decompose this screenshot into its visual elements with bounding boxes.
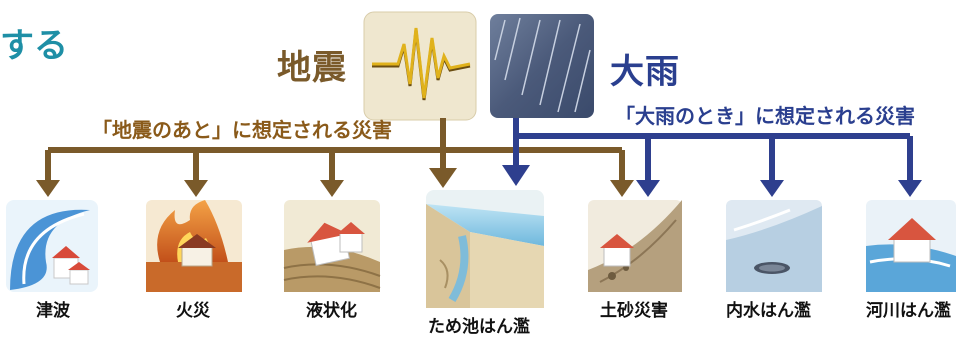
rain-subtitle: 「大雨のとき」に想定される災害 — [615, 104, 915, 128]
quake-connectors — [45, 118, 625, 182]
seismograph-icon — [363, 11, 477, 121]
liquefaction-icon — [283, 200, 381, 292]
quake-title: 地震 — [277, 48, 347, 88]
rain-connectors — [513, 118, 913, 182]
disaster-label-liquefaction: 液状化 — [306, 301, 357, 321]
landslide-icon — [588, 200, 682, 292]
river-flood-icon — [866, 200, 956, 292]
quake-arrowheads — [36, 168, 634, 197]
quake-subtitle: 「地震のあと」に想定される災害 — [92, 118, 392, 142]
fire-icon — [146, 200, 242, 292]
disaster-label-river-flood: 河川はん濫 — [866, 301, 951, 321]
inland-flood-icon — [726, 200, 822, 292]
tsunami-icon — [6, 200, 98, 292]
edge-text: する — [0, 26, 68, 66]
disaster-label-inland-flood: 内水はん濫 — [726, 301, 811, 321]
rain-arrowheads — [502, 165, 922, 197]
disaster-diagram: する — [0, 11, 956, 337]
diagram-graphics — [6, 11, 956, 308]
disaster-label-landslide: 土砂災害 — [600, 301, 668, 321]
disaster-label-fire: 火災 — [176, 301, 210, 321]
rain-title: 大雨 — [610, 52, 680, 92]
disaster-label-tsunami: 津波 — [36, 301, 70, 321]
reservoir-flood-icon — [426, 190, 544, 308]
heavy-rain-icon — [490, 14, 594, 118]
